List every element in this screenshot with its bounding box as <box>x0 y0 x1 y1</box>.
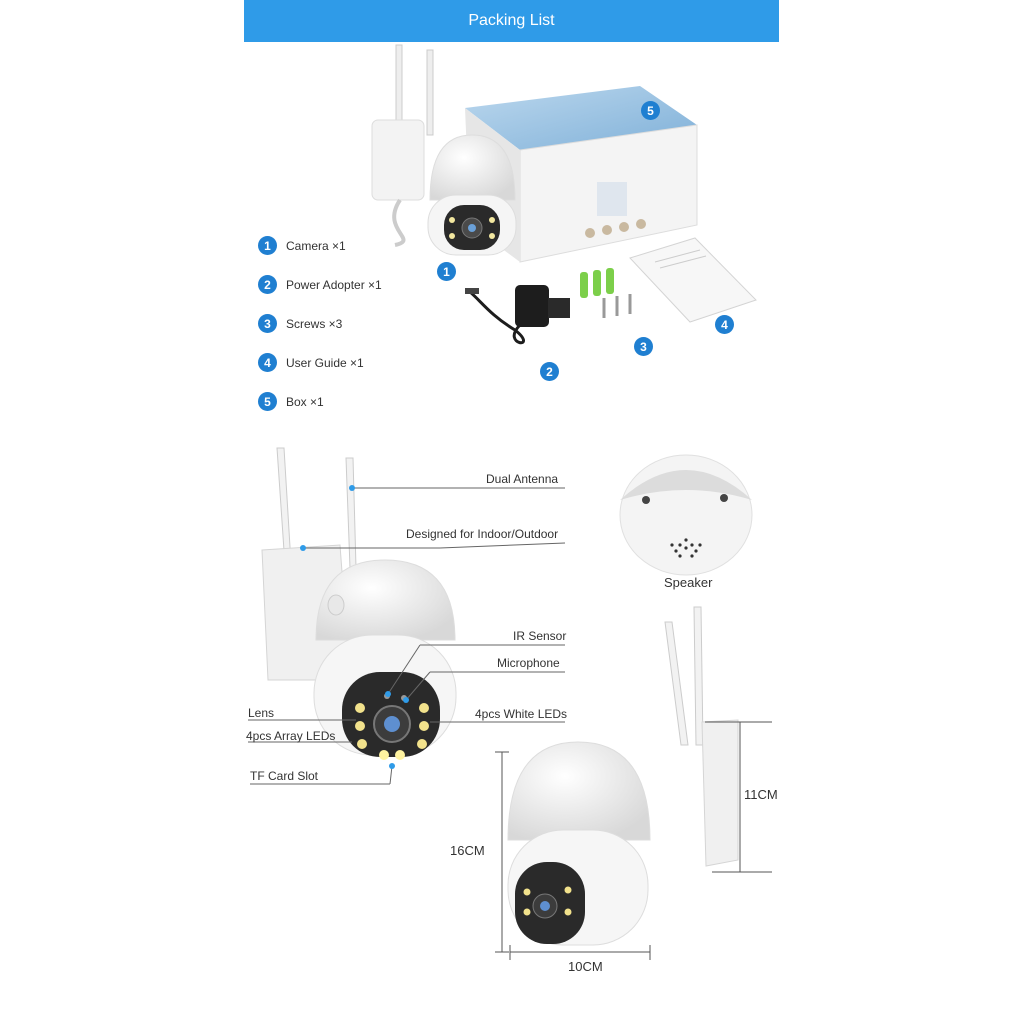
guide-badge: 4 <box>715 315 734 334</box>
screws-image <box>580 268 632 318</box>
header-bar: Packing List <box>244 0 779 42</box>
screws-badge: 3 <box>634 337 653 356</box>
list-item: 3 Screws ×3 <box>258 304 382 343</box>
array-leds-label: 4pcs Array LEDs <box>246 729 336 743</box>
packing-list: 1 Camera ×1 2 Power Adopter ×1 3 Screws … <box>258 226 382 421</box>
feature-camera-image <box>261 447 457 760</box>
box-badge: 5 <box>641 101 660 120</box>
user-guide-image <box>629 237 757 323</box>
callout-lines <box>248 487 566 785</box>
camera-image <box>371 44 517 256</box>
depth-label: 11CM <box>744 787 778 802</box>
indoor-outdoor-label: Designed for Indoor/Outdoor <box>406 527 559 541</box>
list-item-label: Box ×1 <box>286 394 324 409</box>
white-leds-label: 4pcs White LEDs <box>475 707 568 721</box>
number-badge: 3 <box>258 314 277 333</box>
header-title: Packing List <box>468 12 555 29</box>
tf-card-label: TF Card Slot <box>250 769 319 783</box>
dimension-lines <box>495 721 772 960</box>
ir-sensor-label: IR Sensor <box>513 629 567 643</box>
number-badge: 1 <box>258 236 277 255</box>
list-item-label: Camera ×1 <box>286 238 346 253</box>
microphone-label: Microphone <box>497 656 560 670</box>
list-item: 1 Camera ×1 <box>258 226 382 265</box>
list-item: 5 Box ×1 <box>258 382 382 421</box>
power-adapter-image <box>465 285 570 345</box>
height-label: 16CM <box>450 843 485 858</box>
dual-antenna-label: Dual Antenna <box>486 472 559 486</box>
list-item: 4 User Guide ×1 <box>258 343 382 382</box>
speaker-label: Speaker <box>664 575 713 590</box>
adapter-badge: 2 <box>540 362 559 381</box>
list-item: 2 Power Adopter ×1 <box>258 265 382 304</box>
list-item-label: User Guide ×1 <box>286 355 364 370</box>
lens-label: Lens <box>248 706 275 720</box>
number-badge: 5 <box>258 392 277 411</box>
dimension-camera-image <box>507 606 739 946</box>
number-badge: 2 <box>258 275 277 294</box>
speaker-closeup <box>619 454 753 576</box>
number-badge: 4 <box>258 353 277 372</box>
list-item-label: Screws ×3 <box>286 316 343 331</box>
width-label: 10CM <box>568 959 603 974</box>
list-item-label: Power Adopter ×1 <box>286 277 382 292</box>
camera-badge: 1 <box>437 262 456 281</box>
